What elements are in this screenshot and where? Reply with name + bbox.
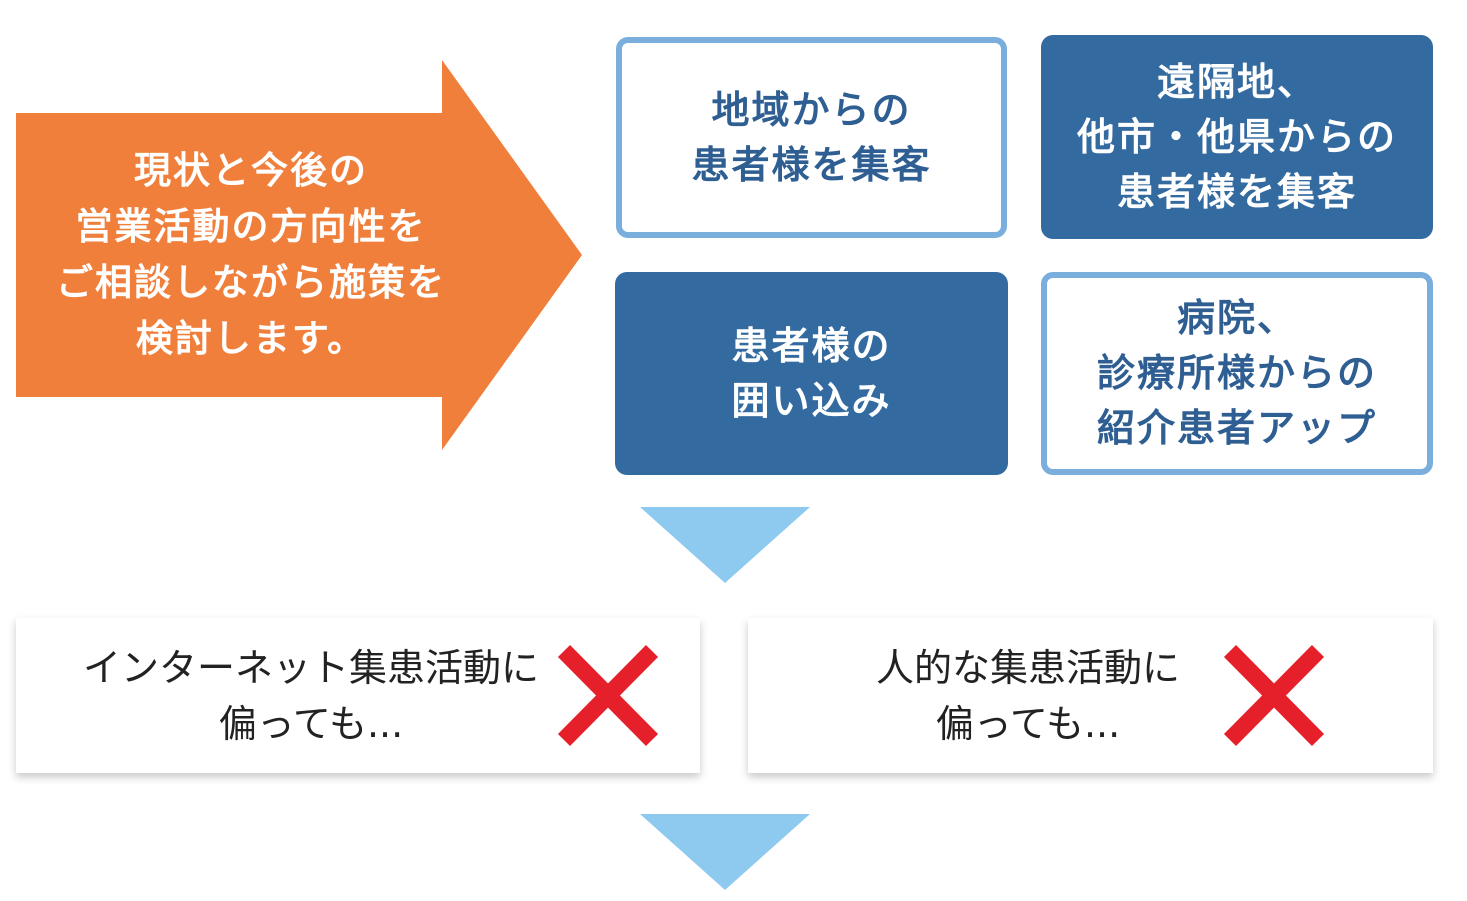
card-text: インターネット集患活動に 偏っても... <box>82 645 539 746</box>
down-triangle-icon <box>640 814 810 890</box>
orange-arrow-shape <box>16 60 582 450</box>
arrow-text: 現状と今後の 営業活動の方向性を ご相談しながら施策を 検討します。 <box>56 149 446 360</box>
box-local-patients: 地域からの 患者様を集客 <box>616 37 1007 238</box>
box-patient-retention: 患者様の 囲い込み <box>615 272 1008 475</box>
box-referral-patients: 病院、 診療所様からの 紹介患者アップ <box>1041 272 1433 475</box>
down-triangle-icon <box>640 507 810 583</box>
box-remote-patients: 遠隔地、 他市・他県からの 患者様を集客 <box>1041 35 1433 239</box>
x-mark-icon <box>1223 645 1325 746</box>
card-personal: 人的な集患活動に 偏っても... <box>748 618 1433 773</box>
card-text: 人的な集患活動に 偏っても... <box>875 645 1180 746</box>
x-mark-icon <box>557 645 659 746</box>
card-internet: インターネット集患活動に 偏っても... <box>16 618 700 773</box>
